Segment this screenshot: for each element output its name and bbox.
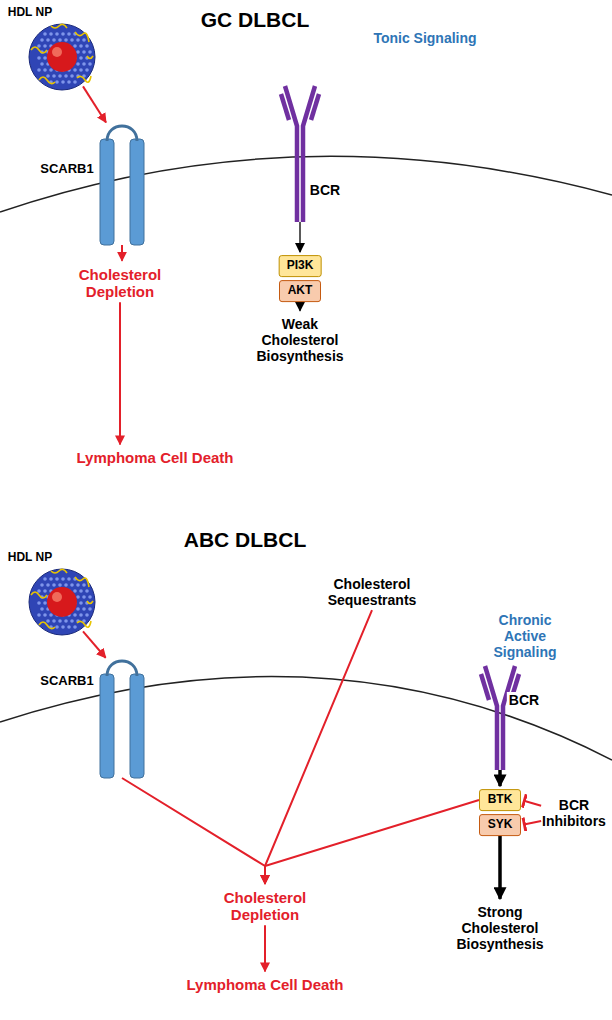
bcr-receptor: BCR xyxy=(480,660,520,770)
drug-text: BCR Inhibitors xyxy=(541,795,607,831)
node-label: HDL NP xyxy=(6,550,54,564)
node-text: Cholesterol Sequestrants xyxy=(328,576,417,608)
kinase-name: SYK xyxy=(487,818,513,832)
scarb1-receptor-drawing xyxy=(98,125,146,245)
outcome-text: Cholesterol Depletion xyxy=(78,264,163,303)
kinase-name: PI3K xyxy=(287,259,314,273)
node-text: BCR Inhibitors xyxy=(542,797,606,829)
node-label: BCR xyxy=(308,182,342,198)
pathway-output: Weak Cholesterol Biosynthesis xyxy=(255,314,344,366)
arrow-connector xyxy=(83,86,106,122)
kinase-box: AKT xyxy=(279,280,321,302)
scarb1-receptor: SCARB1 xyxy=(98,125,146,245)
node-text: Lymphoma Cell Death xyxy=(187,976,344,993)
arrow-connector xyxy=(264,925,266,971)
scarb1-receptor-drawing xyxy=(98,660,146,778)
node-text: Weak Cholesterol Biosynthesis xyxy=(256,316,343,364)
cell-membrane xyxy=(0,156,612,212)
kinase-box: BTK xyxy=(479,789,521,811)
arrow-connector xyxy=(265,800,479,884)
node-text: Cholesterol Depletion xyxy=(224,889,307,924)
hdl-nanoparticle-drawing xyxy=(27,567,97,637)
bcr-receptor-drawing xyxy=(480,660,520,770)
cell-membrane xyxy=(0,677,612,760)
node-text: Cholesterol Depletion xyxy=(79,266,162,301)
bcr-receptor: BCR xyxy=(280,80,320,222)
outcome-text: Lymphoma Cell Death xyxy=(76,447,235,468)
outcome-text: Lymphoma Cell Death xyxy=(186,974,345,995)
bcr-receptor-drawing xyxy=(280,80,320,222)
outcome-text: Cholesterol Depletion xyxy=(223,887,308,926)
arrow-connector xyxy=(119,302,121,444)
kinase-name: AKT xyxy=(287,284,313,298)
scarb1-receptor: SCARB1 xyxy=(98,660,146,778)
arrow-connector xyxy=(498,770,502,786)
kinase-name: BTK xyxy=(487,793,513,807)
node-text: Lymphoma Cell Death xyxy=(77,449,234,466)
arrow-connector xyxy=(498,836,502,899)
arrow-connector xyxy=(83,631,106,657)
kinase-box: PI3K xyxy=(279,255,322,277)
inhibition-line xyxy=(524,801,541,806)
node-text: Strong Cholesterol Biosynthesis xyxy=(456,904,543,952)
signal-label: Chronic Active Signaling xyxy=(482,612,569,660)
drug-text: Cholesterol Sequestrants xyxy=(327,574,418,610)
pathway-output: Strong Cholesterol Biosynthesis xyxy=(455,902,544,954)
hdl-nanoparticle: HDL NP xyxy=(27,22,97,92)
arrow-connector xyxy=(299,222,300,252)
arrow-connector xyxy=(299,302,300,311)
node-label: SCARB1 xyxy=(38,673,95,688)
inhibition-line xyxy=(524,821,541,824)
panel-title: ABC DLBCL xyxy=(184,528,306,552)
arrow-connector xyxy=(265,610,372,884)
arrow-connector xyxy=(121,245,123,261)
node-label: BCR xyxy=(507,692,541,708)
kinase-box: SYK xyxy=(479,814,521,836)
hdl-nanoparticle: HDL NP xyxy=(27,567,97,637)
node-label: HDL NP xyxy=(6,5,54,19)
arrow-connector xyxy=(122,778,265,884)
node-label: SCARB1 xyxy=(38,161,95,176)
panel-title: GC DLBCL xyxy=(201,8,310,32)
signal-label: Tonic Signaling xyxy=(373,30,476,46)
hdl-nanoparticle-drawing xyxy=(27,22,97,92)
